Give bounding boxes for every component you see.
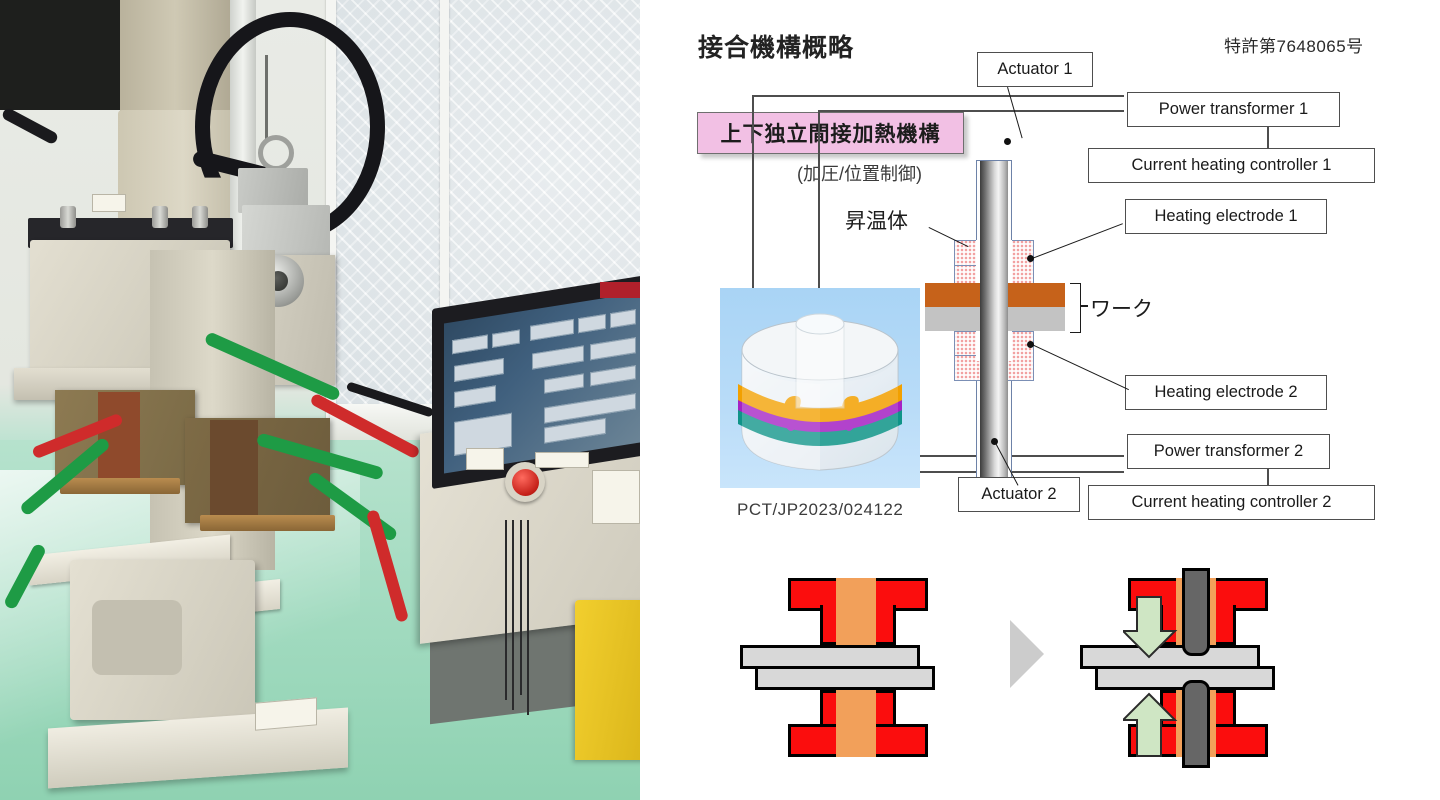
leader-dot-actuator-1 [1004,138,1011,145]
copper-busbar-lower [200,515,335,531]
work-bracket [1070,283,1081,333]
hmi-tile [492,329,520,348]
wire-pt1-left-vertical [752,95,754,473]
emergency-stop-button[interactable] [512,469,539,496]
heat-body-leader-line [928,227,969,248]
hmi-tile [454,385,496,408]
box-power-transformer-2[interactable]: Power transformer 2 [1127,434,1330,469]
rod-through-electrode-1 [980,240,1008,290]
before-plate-lower [755,666,935,690]
panel-label-2 [535,452,589,468]
leader-dot-electrode-1 [1027,255,1034,262]
leader-heating-electrode-1 [1032,223,1124,260]
patent-number: 特許第7648065号 [1224,37,1364,56]
bolt-3 [192,206,208,228]
hmi-tile [454,358,504,382]
leader-dot-actuator-2 [991,438,998,445]
work-label: ワーク [1090,298,1153,321]
bolt-2 [152,206,168,228]
cad-cross-section-image [720,288,920,488]
yellow-bin [575,600,640,760]
bolt-1 [60,206,76,228]
box-heating-electrode-1[interactable]: Heating electrode 1 [1125,199,1327,234]
wire-pt1-to-controller1 [1267,126,1269,150]
leader-heating-electrode-2 [1031,344,1129,391]
copper-busbar-upper [60,478,180,494]
leader-dot-electrode-2 [1027,341,1034,348]
step-arrow-icon [1010,620,1044,688]
hmi-touchscreen[interactable] [444,292,640,474]
wire-pt1-inner-horizontal [818,110,1124,112]
transformer-core-lower [210,420,258,520]
rod-through-work [980,283,1008,331]
hanging-wire-4 [527,520,529,715]
box-heating-electrode-2[interactable]: Heating electrode 2 [1125,375,1327,410]
hanging-rod [265,55,268,140]
hmi-tile [530,318,574,341]
hanging-wire-3 [520,520,522,695]
after-arrow-up-icon [1123,692,1178,757]
box-power-transformer-1[interactable]: Power transformer 1 [1127,92,1340,127]
warning-sticker [92,194,126,212]
work-bracket-tick [1080,305,1088,307]
wire-inner-vertical [818,110,820,456]
hanging-wire-2 [512,520,514,710]
window-frame-middle [440,0,449,425]
lifting-eye-ring [258,135,294,171]
panel-nameplate [592,470,640,524]
box-current-heating-controller-1[interactable]: Current heating controller 1 [1088,148,1375,183]
hmi-tile [590,365,636,387]
caution-label [255,697,317,731]
panel-label-1 [466,448,504,470]
hmi-brand-logo [600,282,640,298]
highlight-banner: 上下独立間接加熱機構 [697,112,964,154]
hmi-tile [578,313,606,334]
page-title: 接合機構概略 [698,34,855,62]
wire-pt2-to-controller2 [1267,468,1269,492]
hmi-tile [544,393,636,424]
box-current-heating-controller-2[interactable]: Current heating controller 2 [1088,485,1375,520]
hanging-wire-1 [505,520,507,700]
rod-lower-section [980,331,1008,489]
before-upper-core [836,578,876,645]
heat-body-label: 昇温体 [845,210,908,233]
wire-pt1-top-horizontal [752,95,1124,97]
before-lower-core [836,690,876,757]
hmi-tile [452,334,488,355]
after-rod-upper [1182,568,1210,656]
lower-head-window [92,600,182,675]
hmi-tile [590,337,636,361]
overhead-dark-block [0,0,120,110]
transformer-core-upper [98,392,140,484]
wire-pt2-bottom-horizontal [752,471,1124,473]
machine-photo [0,0,640,800]
box-actuator-1[interactable]: Actuator 1 [977,52,1093,87]
after-arrow-down-icon [1123,596,1178,659]
wire-pt2-inner-horizontal [818,455,1124,457]
hmi-tile [544,373,584,394]
box-actuator-2[interactable]: Actuator 2 [958,477,1080,512]
after-rod-lower [1182,680,1210,768]
joining-mechanism-diagram: 接合機構概略 特許第7648065号 上下独立間接加熱機構 (加圧/位置制御) [640,0,1440,800]
cad-caption: PCT/JP2023/024122 [737,500,904,519]
hmi-tile [532,345,584,370]
highlight-subtitle: (加圧/位置制御) [797,164,922,184]
hmi-tile [610,309,636,329]
cad-svg [738,313,902,471]
